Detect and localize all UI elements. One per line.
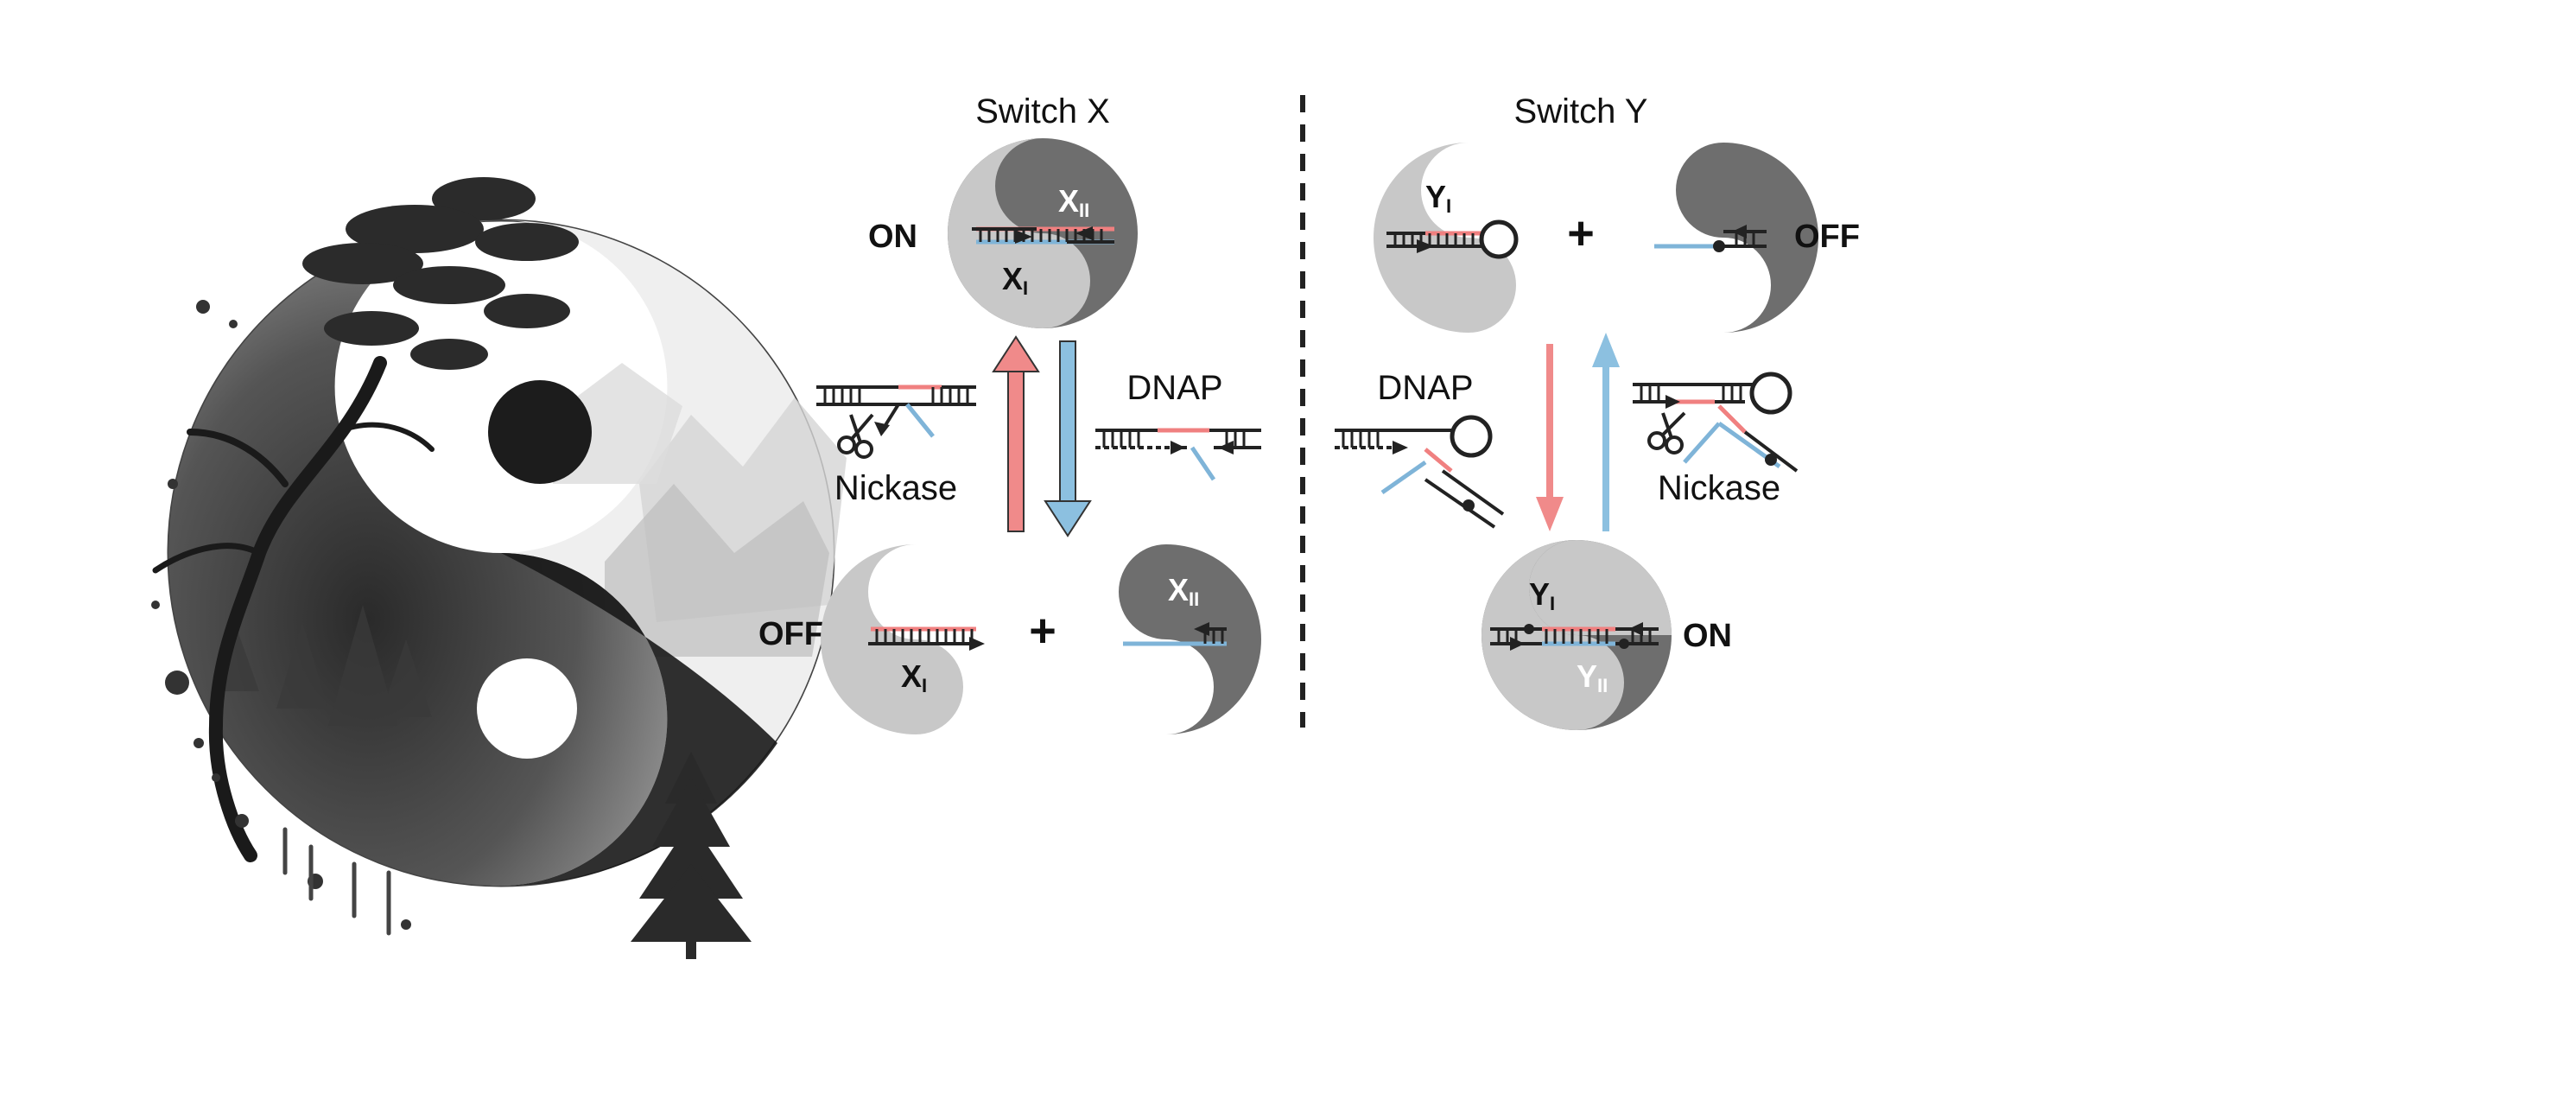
tree-branch bbox=[187, 429, 289, 487]
svg-text:YII: YII bbox=[1689, 261, 1720, 299]
switch-x-part-ii-shape bbox=[1119, 544, 1261, 734]
switch-x-down-arrow bbox=[1044, 340, 1092, 537]
switch-x-off-label: OFF bbox=[758, 616, 824, 652]
tree-branch bbox=[334, 422, 435, 452]
switch-y-nickase-label: Nickase bbox=[1658, 469, 1780, 507]
switch-y-on-part-ii-letter: Y bbox=[1577, 658, 1597, 694]
switch-x-plus: + bbox=[1029, 605, 1056, 657]
switch-x-on-label: ON bbox=[868, 219, 917, 255]
yang-eye-dot bbox=[477, 658, 577, 759]
scissors-icon bbox=[1647, 411, 1686, 454]
switch-x-part-i-sub: I bbox=[1023, 277, 1028, 299]
switch-x-part-ii-sub: II bbox=[1079, 200, 1089, 221]
switch-y-panel: Switch Y YI + bbox=[1335, 92, 1860, 730]
switch-x-part-i-letter: X bbox=[1002, 261, 1023, 296]
switch-x-part-i-shape bbox=[821, 544, 985, 734]
switch-y-on-part-i-sub: I bbox=[1550, 593, 1555, 614]
switch-y-dnap-label: DNAP bbox=[1377, 369, 1473, 407]
svg-text:YI: YI bbox=[1425, 179, 1451, 217]
switch-x-off-part-ii-sub: II bbox=[1189, 588, 1199, 610]
svg-text:XI: XI bbox=[901, 658, 927, 696]
switch-x-title: Switch X bbox=[975, 92, 1110, 130]
ink-drips bbox=[282, 827, 391, 936]
switch-x-off-part-i-letter: X bbox=[901, 658, 922, 694]
svg-text:YI: YI bbox=[1529, 576, 1555, 614]
switch-x-dnap-label: DNAP bbox=[1126, 369, 1222, 407]
switch-y-part-ii-sub: II bbox=[1710, 277, 1720, 299]
yin-yang-illustration bbox=[151, 177, 847, 959]
svg-text:XII: XII bbox=[1168, 572, 1199, 610]
switch-x-off-part-i-sub: I bbox=[922, 675, 927, 696]
switch-x-up-arrow bbox=[992, 335, 1040, 532]
switch-x-nickase-schematic bbox=[816, 385, 976, 459]
switch-y-up-arrow bbox=[1592, 333, 1620, 531]
switch-y-dnap-schematic bbox=[1335, 415, 1505, 529]
switch-x-off-part-ii-letter: X bbox=[1168, 572, 1189, 607]
mountain-shape bbox=[605, 484, 829, 657]
switch-y-title: Switch Y bbox=[1514, 92, 1648, 130]
switch-y-part-ii-shape bbox=[1654, 143, 1818, 333]
switch-y-part-ii-letter: Y bbox=[1689, 261, 1710, 296]
switch-y-nickase-schematic bbox=[1633, 372, 1799, 473]
switch-y-on-part-i-letter: Y bbox=[1529, 576, 1550, 612]
switch-x-part-ii-letter: X bbox=[1058, 183, 1079, 219]
switch-y-on-complex bbox=[1482, 540, 1672, 730]
pine-tree bbox=[631, 752, 752, 959]
switch-y-plus: + bbox=[1567, 207, 1595, 259]
switch-y-down-arrow bbox=[1536, 344, 1564, 531]
svg-text:YII: YII bbox=[1577, 658, 1608, 696]
scissors-icon bbox=[837, 413, 874, 459]
switch-y-on-part-ii-sub: II bbox=[1597, 675, 1608, 696]
tree-trunk bbox=[208, 356, 387, 862]
tree-canopy bbox=[302, 177, 579, 370]
switch-y-part-i-shape bbox=[1374, 143, 1519, 333]
switch-x-on-complex bbox=[948, 138, 1138, 328]
switch-x-panel: Switch X ON XII XI bbox=[758, 92, 1261, 734]
switch-x-dnap-schematic bbox=[1095, 428, 1261, 481]
switch-y-on-label: ON bbox=[1683, 618, 1732, 654]
tree-branch bbox=[152, 543, 263, 574]
svg-text:XI: XI bbox=[1002, 261, 1028, 299]
switch-x-nickase-label: Nickase bbox=[834, 469, 957, 507]
switch-y-part-i-letter: Y bbox=[1425, 179, 1446, 214]
svg-text:XII: XII bbox=[1058, 183, 1089, 221]
switch-y-off-label: OFF bbox=[1794, 219, 1860, 255]
switch-y-part-i-sub: I bbox=[1446, 195, 1451, 217]
yin-eye-dot bbox=[488, 380, 592, 484]
